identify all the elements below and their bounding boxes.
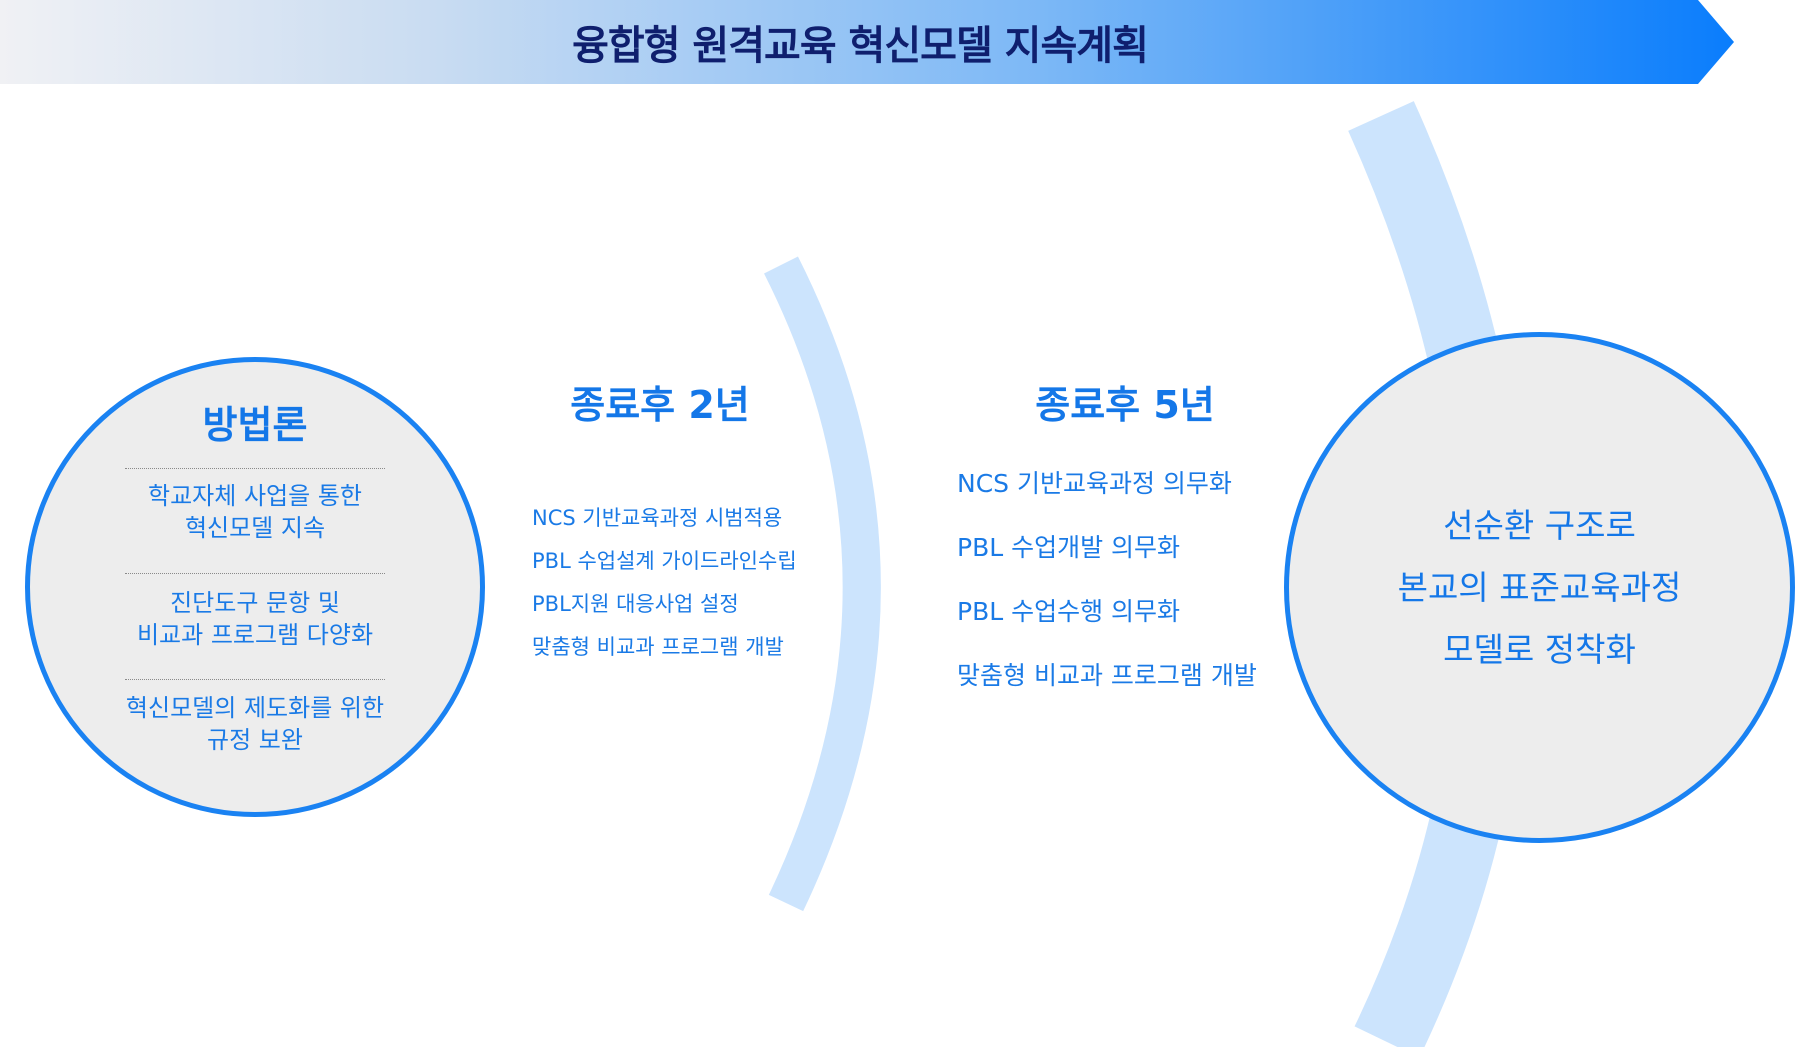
phase2-item: 맞춤형 비교과 프로그램 개발 [957,661,1257,690]
phase1-title: 종료후 2년 [570,383,750,427]
phase1-item: PBL지원 대응사업 설정 [532,592,739,616]
phase1-item: 맞춤형 비교과 프로그램 개발 [532,635,784,659]
method-item: 진단도구 문항 및 비교과 프로그램 다양화 [80,587,430,651]
arc-phase-divider [764,256,881,912]
method-title: 방법론 [202,403,308,447]
method-item: 혁신모델의 제도화를 위한 규정 보완 [80,692,430,756]
method-circle: 방법론 학교자체 사업을 통한 혁신모델 지속 진단도구 문항 및 비교과 프로… [25,357,485,817]
method-divider [125,573,385,574]
goal-text: 선순환 구조로 본교의 표준교육과정 모델로 정착화 [1289,495,1790,681]
phase1-item: PBL 수업설계 가이드라인수립 [532,549,797,573]
goal-line: 본교의 표준교육과정 [1397,568,1682,607]
method-item-line: 진단도구 문항 및 [170,589,340,617]
phase2-title: 종료후 5년 [1035,383,1215,427]
title-banner: 융합형 원격교육 혁신모델 지속계획 [0,0,1796,84]
page-title: 융합형 원격교육 혁신모델 지속계획 [572,23,1149,69]
phase1-item: NCS 기반교육과정 시범적용 [532,506,783,530]
method-item-line: 혁신모델의 제도화를 위한 [125,694,385,722]
phase2-list: NCS 기반교육과정 의무화 PBL 수업개발 의무화 PBL 수업수행 의무화… [957,466,1257,722]
banner-arrow-shape [0,0,1734,84]
goal-line: 선순환 구조로 [1443,506,1636,545]
phase2-item: NCS 기반교육과정 의무화 [957,469,1232,498]
method-item-line: 혁신모델 지속 [184,514,326,542]
phase2-item: PBL 수업수행 의무화 [957,597,1181,626]
method-item-line: 비교과 프로그램 다양화 [136,621,374,649]
goal-circle: 선순환 구조로 본교의 표준교육과정 모델로 정착화 [1284,332,1795,843]
method-divider [125,679,385,680]
method-item-line: 학교자체 사업을 통한 [148,482,362,510]
method-divider [125,468,385,469]
goal-line: 모델로 정착화 [1443,630,1636,669]
phase2-item: PBL 수업개발 의무화 [957,533,1181,562]
phase1-list: NCS 기반교육과정 시범적용 PBL 수업설계 가이드라인수립 PBL지원 대… [532,502,797,674]
method-item: 학교자체 사업을 통한 혁신모델 지속 [80,480,430,544]
method-item-line: 규정 보완 [207,726,303,754]
